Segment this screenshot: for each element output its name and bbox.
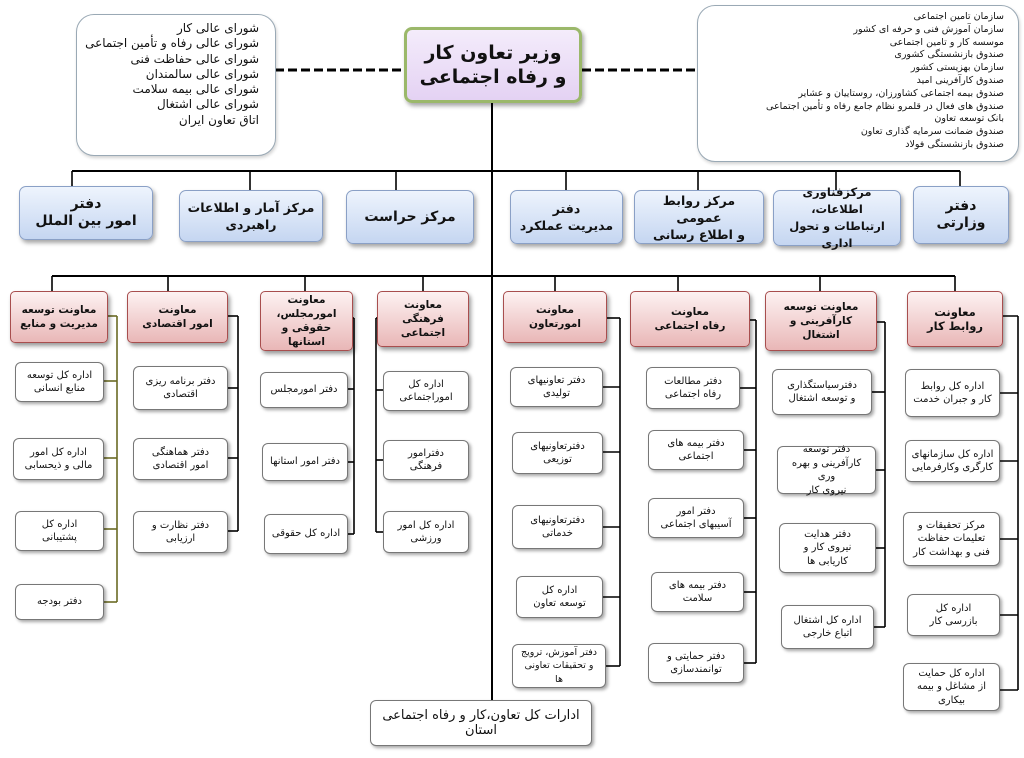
office-public-relations: مرکز روابط عمومی و اطلاع رسانی: [634, 190, 764, 244]
unit-logistics-support: اداره کل پشتیبانی: [15, 511, 104, 551]
unit-sports-affairs: اداره کل امور ورزشی: [383, 511, 469, 553]
unit-economic-coordination: دفتر هماهنگی امور اقتصادی: [133, 438, 228, 480]
deputy-cooperative-affairs: معاونت امورتعاون: [503, 291, 607, 343]
unit-technical-protection-research: مرکز تحقیقات و تعلیمات حفاظت فنی و بهداش…: [903, 512, 1000, 566]
council-item: شورای عالی کار: [176, 21, 259, 35]
organization-item: سازمان آموزش فنی و حرفه ای کشور: [853, 23, 1004, 35]
office-international-affairs: دفتر امور بین الملل: [19, 186, 153, 240]
unit-unemployment-insurance: اداره کل حمایت از مشاغل و بیمه بیکاری: [903, 663, 1000, 711]
unit-legal-affairs: اداره کل حقوقی: [264, 514, 348, 554]
organization-item: صندوق بازنشستگی کشوری: [894, 49, 1004, 61]
affiliated-organizations-panel: سازمان تامین اجتماعی سازمان آموزش فنی و …: [697, 5, 1019, 162]
organization-item: سازمان بهزیستی کشور: [910, 62, 1004, 74]
office-it-center: مرکزفناوری اطلاعات، ارتباطات و تحول ادار…: [773, 185, 901, 250]
unit-labor-relations-compensation: اداره کل روابط کار و جبران خدمت: [905, 369, 1000, 417]
office-statistics-center: مرکز آمار و اطلاعات راهبردی: [179, 190, 323, 242]
office-ministerial: دفتر وزارتی: [913, 186, 1009, 244]
deputy-management-resources: معاونت توسعه مدیریت و منابع: [10, 291, 108, 343]
deputy-labor-relations: معاونت روابط کار: [907, 291, 1003, 347]
deputy-cultural-social: معاونت فرهنگی اجتماعی: [377, 291, 469, 347]
organization-item: صندوق کارآفرینی امید: [916, 74, 1004, 86]
organization-item: صندوق های فعال در قلمرو نظام جامع رفاه و…: [766, 100, 1004, 112]
organization-item: صندوق بیمه اجتماعی کشاورزان، روستاییان و…: [798, 87, 1004, 99]
organization-item: صندوق بازنشستگی فولاد: [905, 138, 1004, 150]
organization-item: موسسه کار و تامین اجتماعی: [889, 36, 1004, 48]
unit-cooperative-development: اداره کل توسعه تعاون: [516, 576, 603, 618]
unit-production-cooperatives: دفتر تعاونیهای تولیدی: [510, 367, 603, 407]
unit-social-insurance: دفتر بیمه های اجتماعی: [648, 430, 744, 470]
unit-social-harms: دفتر امور آسیبهای اجتماعی: [648, 498, 744, 538]
unit-welfare-studies: دفتر مطالعات رفاه اجتماعی: [646, 367, 740, 409]
council-item: شورای عالی حفاظت فنی: [130, 51, 259, 66]
unit-support-empowerment: دفتر حمایتی و توانمندسازی: [648, 643, 744, 683]
unit-provinces-affairs: دفتر امور استانها: [262, 443, 348, 481]
council-item: اتاق تعاون ایران: [178, 112, 259, 127]
unit-human-resources: اداره کل توسعه منابع انسانی: [15, 362, 104, 402]
unit-health-insurance: دفتر بیمه های سلامت: [651, 572, 744, 612]
unit-labor-inspection: اداره کل بازرسی کار: [907, 594, 1000, 636]
unit-labor-employer-organizations: اداره کل سازمانهای کارگری وکارفرمایی: [905, 440, 1000, 482]
unit-budget: دفتر بودجه: [15, 584, 104, 620]
deputy-economic-affairs: معاونت امور اقتصادی: [127, 291, 228, 343]
organization-item: بانک توسعه تعاون: [934, 113, 1004, 125]
deputy-entrepreneurship-employment: معاونت توسعه کارآفرینی و اشتغال: [765, 291, 877, 351]
council-item: شورای عالی رفاه و تأمین اجتماعی: [85, 36, 259, 51]
unit-social-affairs: اداره کل اموراجتماعی: [383, 371, 469, 411]
unit-employment-policy: دفترسیاستگذاری و توسعه اشتغال: [772, 369, 872, 415]
minister-box: وزیر تعاون کار و رفاه اجتماعی: [404, 27, 582, 103]
unit-parliament-affairs: دفتر امورمجلس: [260, 372, 348, 408]
unit-finance-accounting: اداره کل امور مالی و ذیحسابی: [13, 438, 104, 480]
unit-service-cooperatives: دفترتعاونیهای خدماتی: [512, 505, 603, 549]
office-security-center: مرکز حراست: [346, 190, 474, 244]
unit-cultural-affairs: دفترامور فرهنگی: [383, 440, 469, 480]
unit-foreign-nationals-employment: اداره کل اشتغال اتباع خارجی: [781, 605, 874, 649]
unit-economic-planning: دفتر برنامه ریزی اقتصادی: [133, 366, 228, 410]
unit-labor-guidance-agencies: دفتر هدایت نیروی کار و کاریابی ها: [779, 523, 876, 573]
office-performance-management: دفتر مدیریت عملکرد: [510, 190, 623, 244]
councils-panel: شورای عالی کار شورای عالی رفاه و تأمین ا…: [76, 14, 276, 156]
deputy-social-welfare: معاونت رفاه اجتماعی: [630, 291, 750, 347]
council-item: شورای عالی سالمندان: [145, 66, 259, 81]
unit-monitoring-evaluation: دفتر نظارت و ارزیابی: [133, 511, 228, 553]
unit-cooperative-education-research: دفتر آموزش، ترویج و تحقیقات تعاونی ها: [512, 644, 606, 688]
council-item: شورای عالی اشتغال: [156, 97, 259, 112]
council-item: شورای عالی بیمه سلامت: [132, 82, 259, 97]
unit-distribution-cooperatives: دفترتعاونیهای توزیعی: [512, 432, 603, 474]
organization-item: سازمان تامین اجتماعی: [913, 11, 1004, 22]
unit-entrepreneurship-productivity: دفتر توسعه کارآفرینی و بهره وری نیروی کا…: [777, 444, 876, 496]
provincial-offices-box: ادارات کل تعاون،کار و رفاه اجتماعی استان: [370, 700, 592, 746]
deputy-parliament-legal-provinces: معاونت امورمجلس، حقوقی و استانها: [260, 291, 353, 351]
organization-item: صندوق ضمانت سرمایه گذاری تعاون: [860, 126, 1004, 138]
